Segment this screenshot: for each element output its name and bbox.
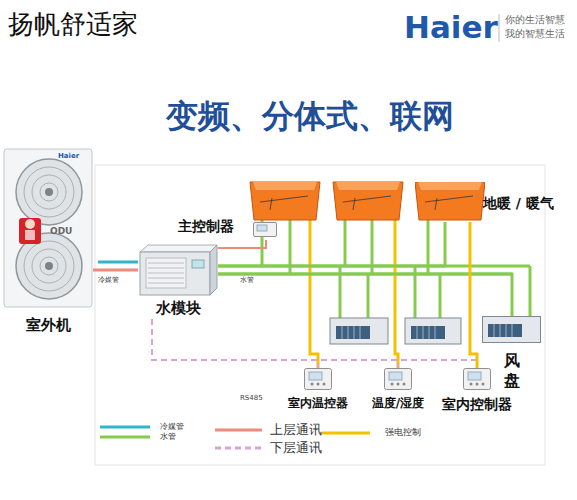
refrigerant-pipe [98, 261, 138, 264]
legend-line [215, 429, 262, 432]
legend-line-sample [322, 425, 370, 441]
water-pipe [344, 220, 347, 266]
legend-line [100, 436, 150, 439]
logo-tagline: 你的生活智慧 [505, 13, 565, 26]
unit-brand: Haier [58, 152, 79, 161]
legend-line [322, 432, 370, 435]
thermostat-device [304, 368, 332, 390]
legend-line [100, 426, 150, 429]
controller-device [253, 222, 277, 237]
logo-tagline: 我的智慧生活 [505, 27, 565, 40]
room-controller: 室内控制器 [440, 368, 514, 414]
node-label: 水模块 [138, 299, 218, 318]
fan-coil: 风 盘 [482, 316, 544, 392]
power-wire [310, 220, 318, 368]
legend-line-sample [100, 419, 150, 435]
lower-comm-line [152, 319, 477, 368]
floor-heating-panel: 地暖 / 暖气 [415, 182, 573, 222]
legend-item: 下层通讯 [215, 440, 350, 456]
outdoor-unit: 室外机 [3, 148, 98, 338]
main-controller: 主控制器 [178, 214, 280, 240]
unit-badge: ODU [50, 226, 72, 237]
bus-name: RS485 [240, 394, 263, 403]
edge-label: 冷媒管 [98, 276, 119, 285]
heating-panel-drawing [415, 182, 485, 222]
diagram-title: 变频、分体式、联网 [40, 96, 577, 136]
water-module: 水模块 [138, 244, 218, 319]
node-label: 风 盘 [504, 351, 522, 391]
water-pipe [529, 266, 532, 318]
water-pipe [218, 222, 445, 266]
legend-line-sample [215, 422, 262, 438]
legend-item: 上层通讯 [215, 422, 350, 438]
node-label: 地暖 / 暖气 [483, 194, 554, 212]
legend-text: 冷媒管 [160, 422, 184, 432]
legend-text: 下层通讯 [270, 440, 322, 456]
legend-text: 水管 [160, 432, 176, 442]
outdoor-unit-drawing [3, 148, 93, 308]
legend-line-sample [100, 429, 150, 445]
node-label: 主控制器 [178, 217, 234, 235]
thermostat-device [384, 368, 412, 390]
legend-item: 强电控制 [322, 425, 465, 441]
water-pipe [367, 274, 370, 318]
diagram-frame [95, 165, 545, 465]
power-wire [470, 222, 477, 368]
fan-coil [330, 318, 388, 344]
brand-slogan: 扬帆舒适家 [8, 8, 138, 41]
fan-coil-drawing [482, 316, 542, 344]
heating-panel [250, 182, 320, 220]
heating-panel [333, 182, 403, 220]
water-module-drawing [138, 244, 218, 296]
edge-label: 水管 [240, 276, 254, 285]
thermostat-device [463, 368, 491, 390]
water-pipe [439, 274, 442, 318]
humidity-sensor: 温度/湿度 [368, 368, 428, 412]
room-thermostat: 室内温控器 [283, 368, 353, 412]
water-pipe [218, 274, 512, 316]
legend-text: 强电控制 [385, 427, 421, 438]
node-label: 温度/湿度 [368, 396, 428, 411]
upper-comm-line [218, 240, 266, 248]
node-label: 室内温控器 [283, 396, 353, 411]
node-label: 室外机 [3, 316, 93, 335]
node-label: 室内控制器 [440, 395, 514, 413]
power-wire [395, 220, 398, 368]
logo-divider [499, 14, 500, 42]
fan-coil [405, 318, 461, 344]
brand-logo: Haier [404, 9, 498, 45]
refrigerant-pipe [93, 269, 138, 272]
legend-line-sample [215, 440, 262, 456]
legend-line [215, 447, 262, 450]
legend-text: 上层通讯 [270, 422, 322, 438]
